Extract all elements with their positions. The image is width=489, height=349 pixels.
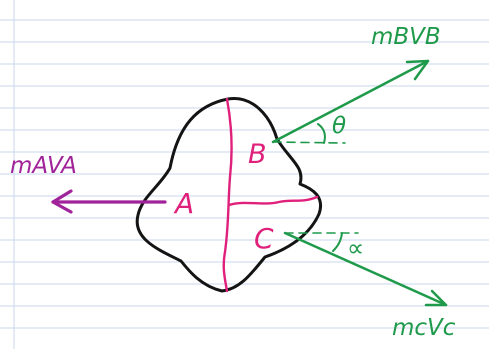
vector-b: θ bbox=[271, 59, 430, 144]
blob-body bbox=[135, 97, 322, 293]
momentum-label-b: mBVB bbox=[371, 24, 441, 50]
momentum-label-c: mcVc bbox=[392, 315, 456, 341]
vector-c: ∝ bbox=[283, 231, 448, 307]
divider-vertical bbox=[222, 97, 233, 293]
momentum-labels: mAVA mBVB mcVc bbox=[10, 24, 456, 341]
vector-a bbox=[51, 189, 167, 214]
part-label-b: B bbox=[248, 139, 267, 170]
blob-outline-icon bbox=[135, 97, 322, 293]
divider-horizontal bbox=[227, 195, 319, 207]
angle-arc-c bbox=[332, 232, 343, 252]
arrow-left-icon bbox=[51, 189, 73, 214]
arrow-up-right-icon bbox=[405, 59, 430, 81]
angle-label-b: θ bbox=[332, 113, 346, 139]
vector-c-shaft bbox=[283, 231, 448, 307]
part-label-c: C bbox=[254, 222, 274, 255]
angle-arc-b bbox=[317, 123, 326, 144]
momentum-label-a: mAVA bbox=[10, 153, 77, 179]
arrow-down-right-icon bbox=[424, 289, 448, 307]
part-dividers bbox=[222, 97, 319, 293]
part-labels: A B C bbox=[173, 139, 274, 255]
vector-b-shaft bbox=[271, 59, 430, 144]
reference-line-b bbox=[272, 141, 346, 144]
angle-label-c: ∝ bbox=[347, 234, 364, 262]
part-label-a: A bbox=[173, 187, 194, 220]
